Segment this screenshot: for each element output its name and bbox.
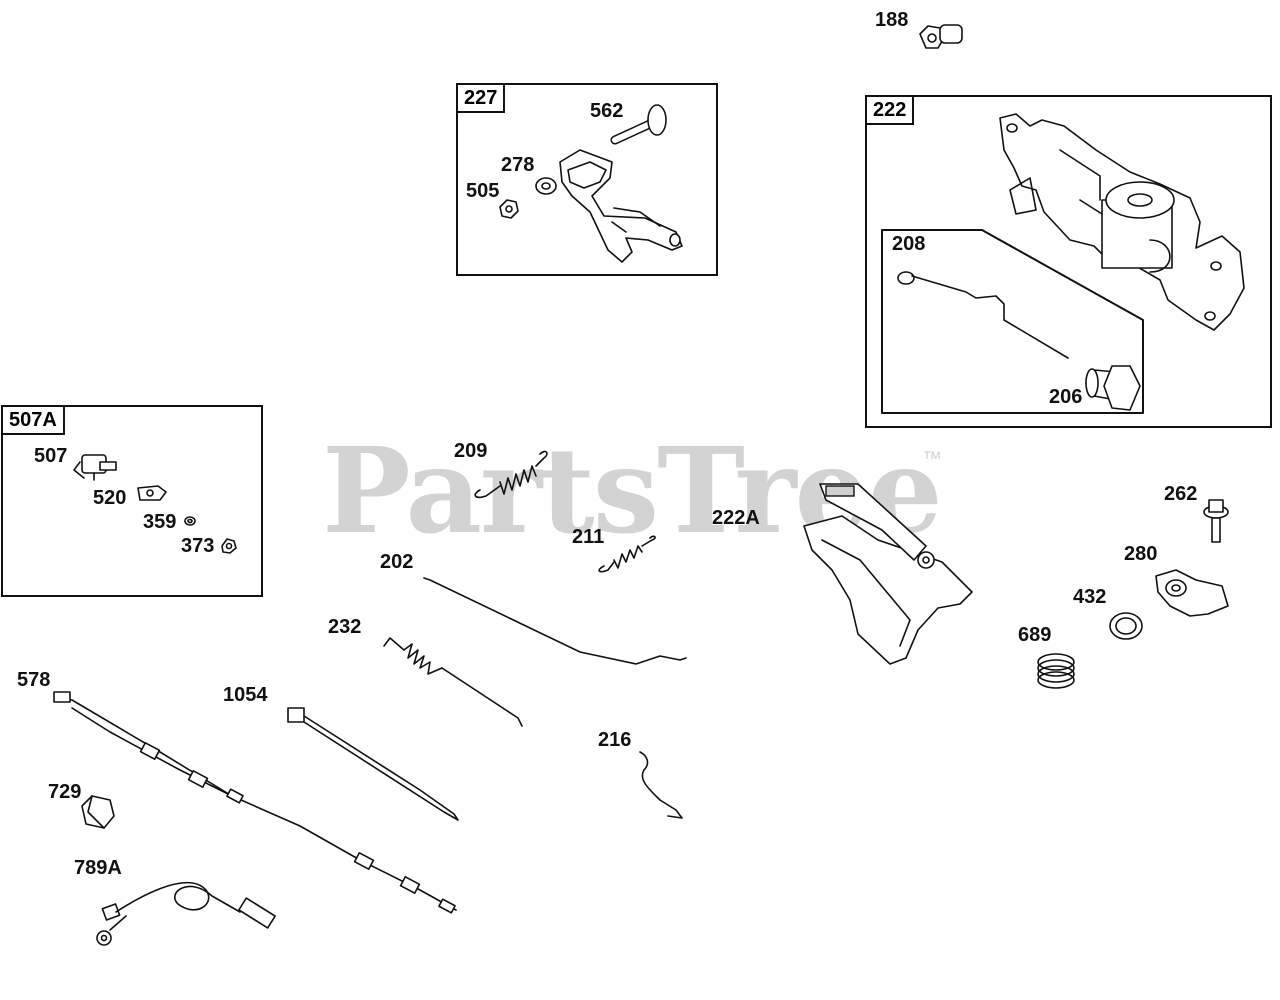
group-227-label: 227 xyxy=(456,83,506,113)
part-359-washer xyxy=(184,516,196,526)
group-507A-box[interactable]: 507A xyxy=(1,405,263,597)
group-208-box xyxy=(881,229,1144,414)
part-505-nut xyxy=(499,199,519,219)
callout-211[interactable]: 211 xyxy=(572,526,605,548)
callout-578[interactable]: 578 xyxy=(17,669,51,691)
callout-280[interactable]: 280 xyxy=(1124,543,1158,565)
callout-359[interactable]: 359 xyxy=(143,511,177,533)
group-507A-label: 507A xyxy=(1,405,65,435)
callout-232[interactable]: 232 xyxy=(328,616,362,638)
callout-202[interactable]: 202 xyxy=(380,551,414,573)
callout-689[interactable]: 689 xyxy=(1018,624,1052,646)
part-729-cap xyxy=(81,795,115,829)
callout-789A[interactable]: 789A xyxy=(74,857,122,879)
part-222A-panel xyxy=(803,483,973,665)
callout-562[interactable]: 562 xyxy=(590,100,624,122)
callout-729[interactable]: 729 xyxy=(48,781,82,803)
watermark-trademark: ™ xyxy=(922,448,942,470)
callout-520[interactable]: 520 xyxy=(93,487,127,509)
part-562-pin xyxy=(610,104,667,145)
callout-262[interactable]: 262 xyxy=(1164,483,1198,505)
part-262-screw xyxy=(1203,499,1229,543)
part-188-bolt xyxy=(919,24,963,49)
group-227-box[interactable]: 227 xyxy=(456,83,718,276)
callout-373[interactable]: 373 xyxy=(181,535,215,557)
group-222-label: 222 xyxy=(865,95,915,125)
callout-222A[interactable]: 222A xyxy=(712,507,760,529)
callout-206[interactable]: 206 xyxy=(1049,386,1083,408)
part-578-cable xyxy=(53,691,457,914)
part-232-spring xyxy=(383,637,523,727)
part-432-bushing xyxy=(1109,612,1143,640)
callout-208[interactable]: 208 xyxy=(892,233,926,255)
callout-216[interactable]: 216 xyxy=(598,729,632,751)
part-209-spring xyxy=(474,450,548,499)
callout-1054[interactable]: 1054 xyxy=(223,684,268,706)
part-689-spring xyxy=(1037,653,1075,689)
callout-507[interactable]: 507 xyxy=(34,445,68,467)
part-216-rod xyxy=(639,751,683,819)
callout-188[interactable]: 188 xyxy=(875,9,909,31)
part-211-spring xyxy=(598,535,656,573)
part-280-bracket xyxy=(1155,569,1229,617)
callout-278[interactable]: 278 xyxy=(501,154,535,176)
callout-505[interactable]: 505 xyxy=(466,180,500,202)
part-278-washer xyxy=(535,177,557,195)
part-222-bracket xyxy=(999,113,1245,331)
part-206-bolt xyxy=(1085,365,1141,411)
callout-209[interactable]: 209 xyxy=(454,440,488,462)
callout-432[interactable]: 432 xyxy=(1073,586,1107,608)
part-1054-tie xyxy=(287,707,459,821)
part-520-clip xyxy=(137,485,167,501)
part-507-switch xyxy=(73,454,117,481)
part-373-nut xyxy=(221,538,237,554)
part-202-rod xyxy=(423,577,687,665)
group-222-box[interactable]: 222 xyxy=(865,95,1272,428)
part-208-link xyxy=(897,271,1069,359)
part-227-bracket xyxy=(559,149,683,263)
part-789A-wire xyxy=(96,881,276,946)
